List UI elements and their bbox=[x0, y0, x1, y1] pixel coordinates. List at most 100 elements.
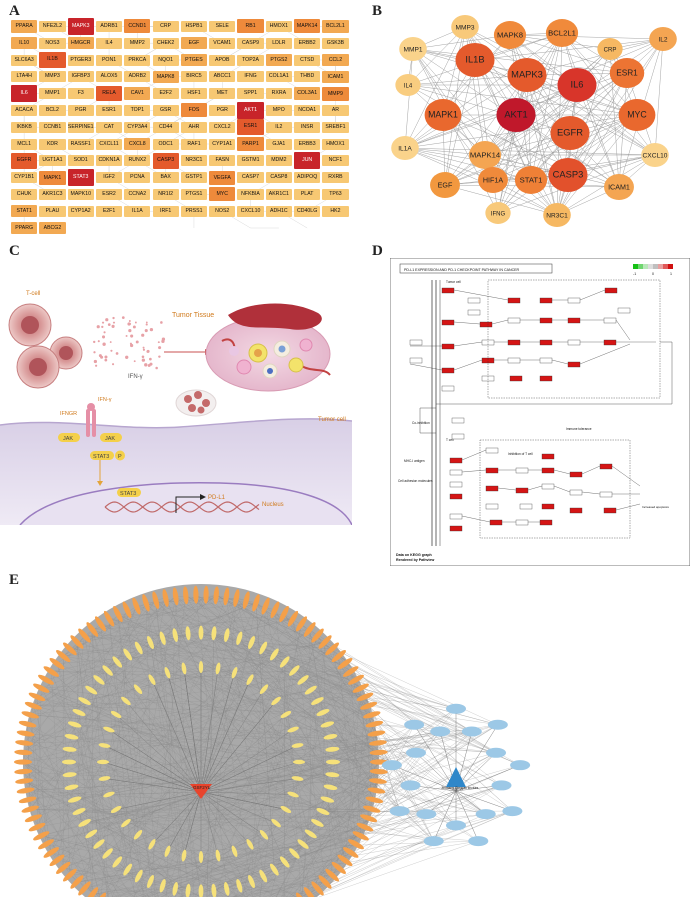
gene-cell: HMOX1 bbox=[322, 138, 349, 150]
pathway-gene-box bbox=[567, 297, 581, 304]
ppi-node bbox=[493, 21, 527, 49]
ppi-edge bbox=[407, 26, 466, 86]
pathway-gene-box bbox=[449, 457, 463, 464]
ppi-edge bbox=[404, 48, 414, 149]
gene-cell: IL4 bbox=[95, 37, 123, 49]
target-node bbox=[190, 784, 212, 799]
gene-cell: BAX bbox=[152, 172, 179, 184]
gene-cell: BCL2 bbox=[39, 104, 66, 116]
gene-cell: CXCL2 bbox=[209, 121, 236, 133]
gene-cell: CXCL8 bbox=[124, 137, 151, 151]
outer-node bbox=[318, 875, 332, 889]
outer-node bbox=[365, 720, 384, 728]
ppi-node bbox=[399, 37, 427, 61]
gene-cell: HK2 bbox=[322, 205, 349, 217]
gene-cell: STAT3 bbox=[67, 168, 94, 187]
inner-node bbox=[297, 839, 309, 849]
ppi-edge bbox=[404, 147, 494, 181]
footer-kegg: Data on KEGG graph bbox=[396, 553, 432, 557]
ppi-node-label: BCL2L1 bbox=[548, 28, 576, 37]
gene-cell: PGR bbox=[67, 104, 94, 116]
ppi-node-label: MMP3 bbox=[455, 24, 474, 31]
pathway-gene-box bbox=[441, 385, 455, 392]
ppi-edge bbox=[576, 84, 620, 188]
inner-node bbox=[320, 721, 335, 728]
gene-cell: ERBB2 bbox=[294, 37, 321, 49]
ppi-edge bbox=[442, 114, 620, 188]
svg-text:Co-inhibition: Co-inhibition bbox=[412, 421, 430, 425]
pathway-gene-box bbox=[467, 309, 481, 316]
gene-cell: GSK3B bbox=[322, 37, 349, 49]
gene-cell: PTGER3 bbox=[67, 54, 94, 66]
gene-cell: MMP9 bbox=[322, 86, 349, 101]
gene-cell: ADIPOQ bbox=[294, 172, 321, 184]
stat3-label: STAT3 bbox=[120, 491, 136, 497]
gene-cell: CASP3 bbox=[152, 152, 179, 169]
ppi-edge bbox=[444, 74, 528, 186]
ppi-node-label: IFNG bbox=[491, 211, 506, 217]
ppi-node-label: IL1A bbox=[398, 145, 412, 152]
compound-node-ellipse bbox=[405, 747, 426, 758]
inner-node bbox=[159, 879, 166, 893]
pathway-gene-box bbox=[479, 321, 493, 328]
inner-node bbox=[78, 819, 91, 827]
ppi-edge bbox=[404, 38, 664, 149]
panel-label-e: E bbox=[9, 572, 20, 588]
ppi-node bbox=[557, 68, 597, 102]
gene-cell: COL1A1 bbox=[265, 71, 292, 83]
gene-cell: HSPB1 bbox=[180, 20, 208, 32]
gene-cell: IL1A bbox=[124, 205, 151, 217]
ppi-node bbox=[641, 143, 669, 167]
gene-cell: ALOX5 bbox=[95, 71, 123, 83]
inner-node bbox=[325, 772, 340, 778]
outer-node bbox=[367, 730, 386, 737]
innermost-node bbox=[198, 661, 204, 673]
ppi-edge bbox=[484, 32, 563, 156]
pathway-gene-box bbox=[519, 503, 533, 510]
pathway-gene-box bbox=[617, 307, 631, 314]
svg-text:1: 1 bbox=[670, 272, 672, 276]
outer-node bbox=[343, 666, 359, 677]
gene-cell: BIRC5 bbox=[180, 71, 208, 83]
gene-cell: IKBKB bbox=[11, 121, 38, 133]
pathway-gene-box bbox=[603, 317, 617, 324]
gene-cell: PGR bbox=[209, 104, 236, 116]
inner-node bbox=[147, 635, 154, 650]
pathway-gene-box bbox=[409, 339, 423, 346]
outer-node bbox=[33, 683, 50, 693]
innermost-node bbox=[246, 838, 254, 850]
gene-cell: RB1 bbox=[237, 19, 264, 34]
ppi-edge bbox=[404, 84, 578, 149]
gene-cell: MMP1 bbox=[39, 88, 66, 100]
gene-cell: ERBB3 bbox=[294, 138, 321, 150]
gene-cell: F3 bbox=[67, 88, 94, 100]
gene-cell: PLAU bbox=[39, 205, 66, 217]
innermost-node bbox=[98, 776, 111, 781]
inner-node bbox=[224, 628, 230, 643]
outer-node bbox=[295, 616, 307, 632]
ppi-edge bbox=[464, 26, 638, 116]
ppi-node-label: MMP1 bbox=[403, 46, 422, 53]
outer-node bbox=[70, 875, 84, 889]
gene-cell: MDM2 bbox=[265, 155, 292, 167]
innermost-node bbox=[291, 776, 304, 781]
gene-cell: ABCC1 bbox=[209, 71, 236, 83]
outer-node bbox=[132, 597, 141, 615]
compound-node bbox=[446, 767, 466, 787]
outer-node bbox=[78, 628, 91, 643]
outer-node bbox=[142, 594, 150, 612]
gene-cell: TP63 bbox=[322, 188, 349, 200]
gene-cell: GSTP1 bbox=[180, 172, 208, 184]
pathway-gene-box bbox=[539, 357, 553, 364]
outer-node bbox=[28, 822, 46, 832]
ppi-edge bbox=[444, 132, 571, 186]
gene-cell: EGFR bbox=[11, 152, 38, 169]
inner-node bbox=[62, 759, 76, 765]
innermost-node bbox=[97, 759, 109, 765]
gene-cell: GSR bbox=[152, 104, 179, 116]
ppi-edge bbox=[412, 34, 511, 50]
gene-cell: AKR1C3 bbox=[39, 188, 66, 200]
compound-target-network: GSF2YL Jinhuang Qinggan tincture bbox=[14, 584, 531, 897]
svg-text:Cell adhesion molecules: Cell adhesion molecules bbox=[398, 479, 433, 483]
ppi-edge bbox=[484, 72, 628, 156]
